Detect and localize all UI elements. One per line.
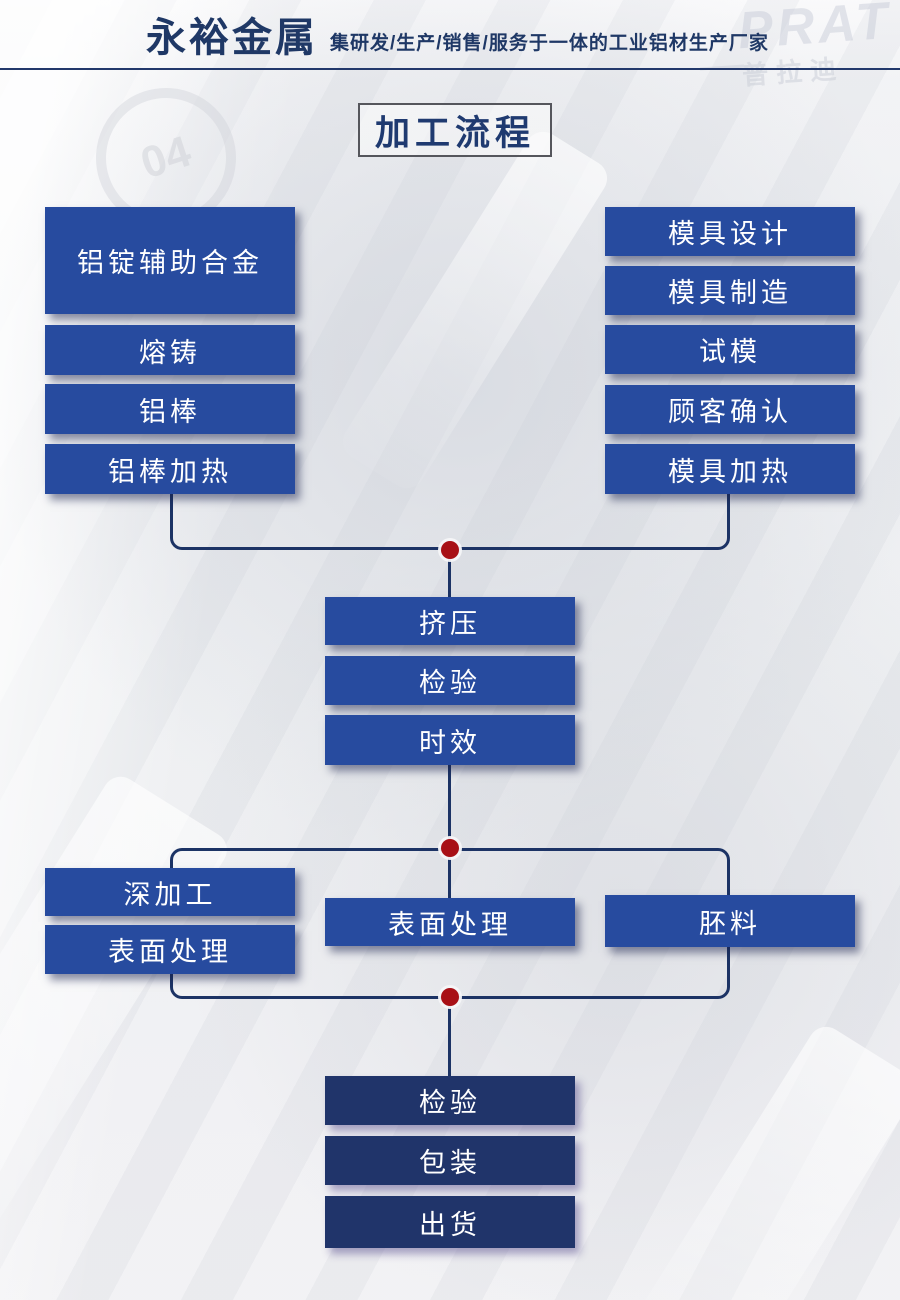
flow-step-aluminum-rod-heating: 铝棒加热 <box>45 444 295 494</box>
flow-step-mold-trial: 试模 <box>605 325 855 374</box>
junction-dot-1 <box>441 541 459 559</box>
junction-dot-3 <box>441 988 459 1006</box>
flow-step-mold-manufacturing: 模具制造 <box>605 266 855 315</box>
flow-step-aluminum-ingot-auxiliary-alloy: 铝锭辅助合金 <box>45 207 295 314</box>
flow-step-inspection-1: 检验 <box>325 656 575 705</box>
section-title: 加工流程 <box>374 113 535 153</box>
flow-step-extrusion: 挤压 <box>325 597 575 645</box>
junction-dot-2 <box>441 839 459 857</box>
flow-step-shipping: 出货 <box>325 1196 575 1248</box>
company-tagline: 集研发/生产/销售/服务于一体的工业铝材生产厂家 <box>330 32 769 54</box>
flow-step-aluminum-rod: 铝棒 <box>45 384 295 434</box>
flow-step-surface-treatment-center: 表面处理 <box>325 898 575 946</box>
flow-step-packaging: 包装 <box>325 1136 575 1185</box>
background-streak <box>336 125 614 495</box>
flow-step-blank-material: 胚料 <box>605 895 855 947</box>
site-header: 永裕金属 集研发/生产/销售/服务于一体的工业铝材生产厂家 <box>0 0 900 70</box>
flow-step-mold-design: 模具设计 <box>605 207 855 256</box>
background-streak <box>597 1020 900 1300</box>
flow-step-inspection-2: 检验 <box>325 1076 575 1125</box>
section-title-box: 加工流程 <box>358 103 552 157</box>
flow-step-customer-confirmation: 顾客确认 <box>605 385 855 434</box>
connector-stem-to-final-inspection <box>448 997 451 1078</box>
connector-stem-from-aging <box>448 765 451 848</box>
flow-step-aging: 时效 <box>325 715 575 765</box>
flow-step-surface-treatment-left: 表面处理 <box>45 925 295 974</box>
flow-step-mold-heating: 模具加热 <box>605 444 855 494</box>
flow-step-melting-casting: 熔铸 <box>45 325 295 375</box>
flow-step-deep-processing: 深加工 <box>45 868 295 916</box>
company-logo: 永裕金属 <box>146 15 318 60</box>
